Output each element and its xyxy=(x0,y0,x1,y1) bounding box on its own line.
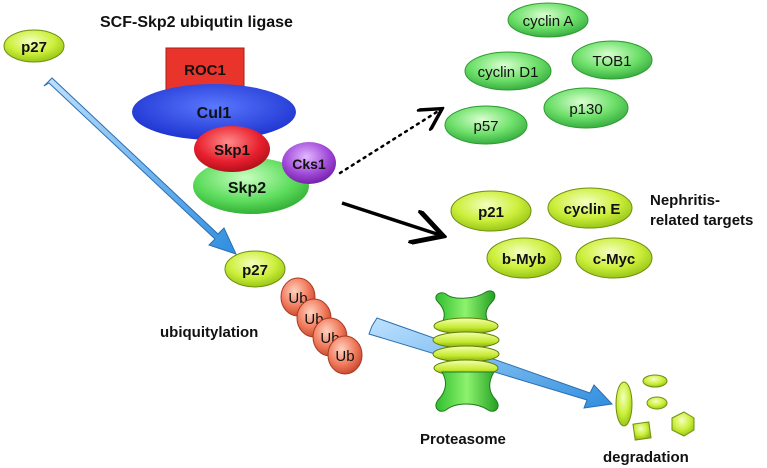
nephritis-targets-arrow xyxy=(341,201,440,235)
ub-4-label: Ub xyxy=(335,348,354,365)
ubiquitin-4 xyxy=(327,335,363,375)
ub-1-label: Ub xyxy=(288,290,307,307)
p27-substrate: p27 xyxy=(3,29,65,63)
cul1-subunit xyxy=(132,84,296,140)
roc1-label: ROC1 xyxy=(184,62,226,79)
other-targets-group: cyclin A cyclin D1 TOB1 p57 p130 xyxy=(444,2,653,145)
cks1-label: Cks1 xyxy=(292,156,326,172)
target-p21-label: p21 xyxy=(478,204,504,221)
nephritis-targets-group: p21 cyclin E b-Myb c-Myc Nephritis- rela… xyxy=(450,187,753,279)
fragment-3 xyxy=(646,396,668,410)
degradation-label: degradation xyxy=(603,449,689,466)
target-cyclin-a-label: cyclin A xyxy=(523,13,574,30)
roc1-subunit xyxy=(165,47,245,91)
skp2-subunit xyxy=(193,158,309,214)
fragment-1 xyxy=(615,381,633,427)
scf-skp2-complex: ROC1 Cul1 Skp2 Skp1 Cks1 xyxy=(132,47,336,214)
proteasome-label: Proteasome xyxy=(420,431,506,448)
target-b-myb-label: b-Myb xyxy=(502,251,546,268)
target-cyclin-d1 xyxy=(464,51,552,91)
fragment-4 xyxy=(671,411,695,437)
target-p21 xyxy=(450,190,532,232)
target-tob1-label: TOB1 xyxy=(593,53,632,70)
ubiquitylation-label: ubiquitylation xyxy=(160,324,258,341)
nephritis-label-line2: related targets xyxy=(650,212,753,229)
ubiquitin-chain: Ub Ub Ub Ub xyxy=(280,277,363,375)
substrate-recruitment-arrow xyxy=(43,77,237,255)
target-p130 xyxy=(543,87,629,129)
target-p57 xyxy=(444,105,528,145)
skp2-label: Skp2 xyxy=(228,180,266,197)
ubiquitylated-p27: p27 Ub Ub Ub Ub xyxy=(224,250,363,375)
nephritis-label-line1: Nephritis- xyxy=(650,192,720,209)
fragment-5 xyxy=(632,421,652,441)
fragment-2 xyxy=(642,374,668,388)
target-p57-label: p57 xyxy=(473,118,498,135)
p27-ub-label: p27 xyxy=(242,262,268,279)
other-targets-arrow xyxy=(338,110,440,175)
cks1-subunit xyxy=(282,142,336,184)
skp1-subunit xyxy=(194,126,270,172)
p27-label: p27 xyxy=(21,39,47,56)
target-p130-label: p130 xyxy=(569,101,602,118)
target-c-myc-label: c-Myc xyxy=(593,251,636,268)
skp1-label: Skp1 xyxy=(214,142,250,159)
degradation-fragments xyxy=(615,374,695,441)
target-cyclin-a xyxy=(507,2,589,38)
target-cyclin-e-label: cyclin E xyxy=(564,201,621,218)
target-tob1 xyxy=(571,40,653,80)
target-c-myc xyxy=(575,237,653,279)
complex-title: SCF-Skp2 ubiqutin ligase xyxy=(100,14,293,31)
proteasome-bottom-cap xyxy=(435,371,499,412)
cul1-label: Cul1 xyxy=(197,105,232,122)
target-b-myb xyxy=(486,237,562,279)
target-cyclin-d1-label: cyclin D1 xyxy=(478,64,539,81)
target-cyclin-e xyxy=(547,187,633,229)
proteasome xyxy=(432,290,500,412)
